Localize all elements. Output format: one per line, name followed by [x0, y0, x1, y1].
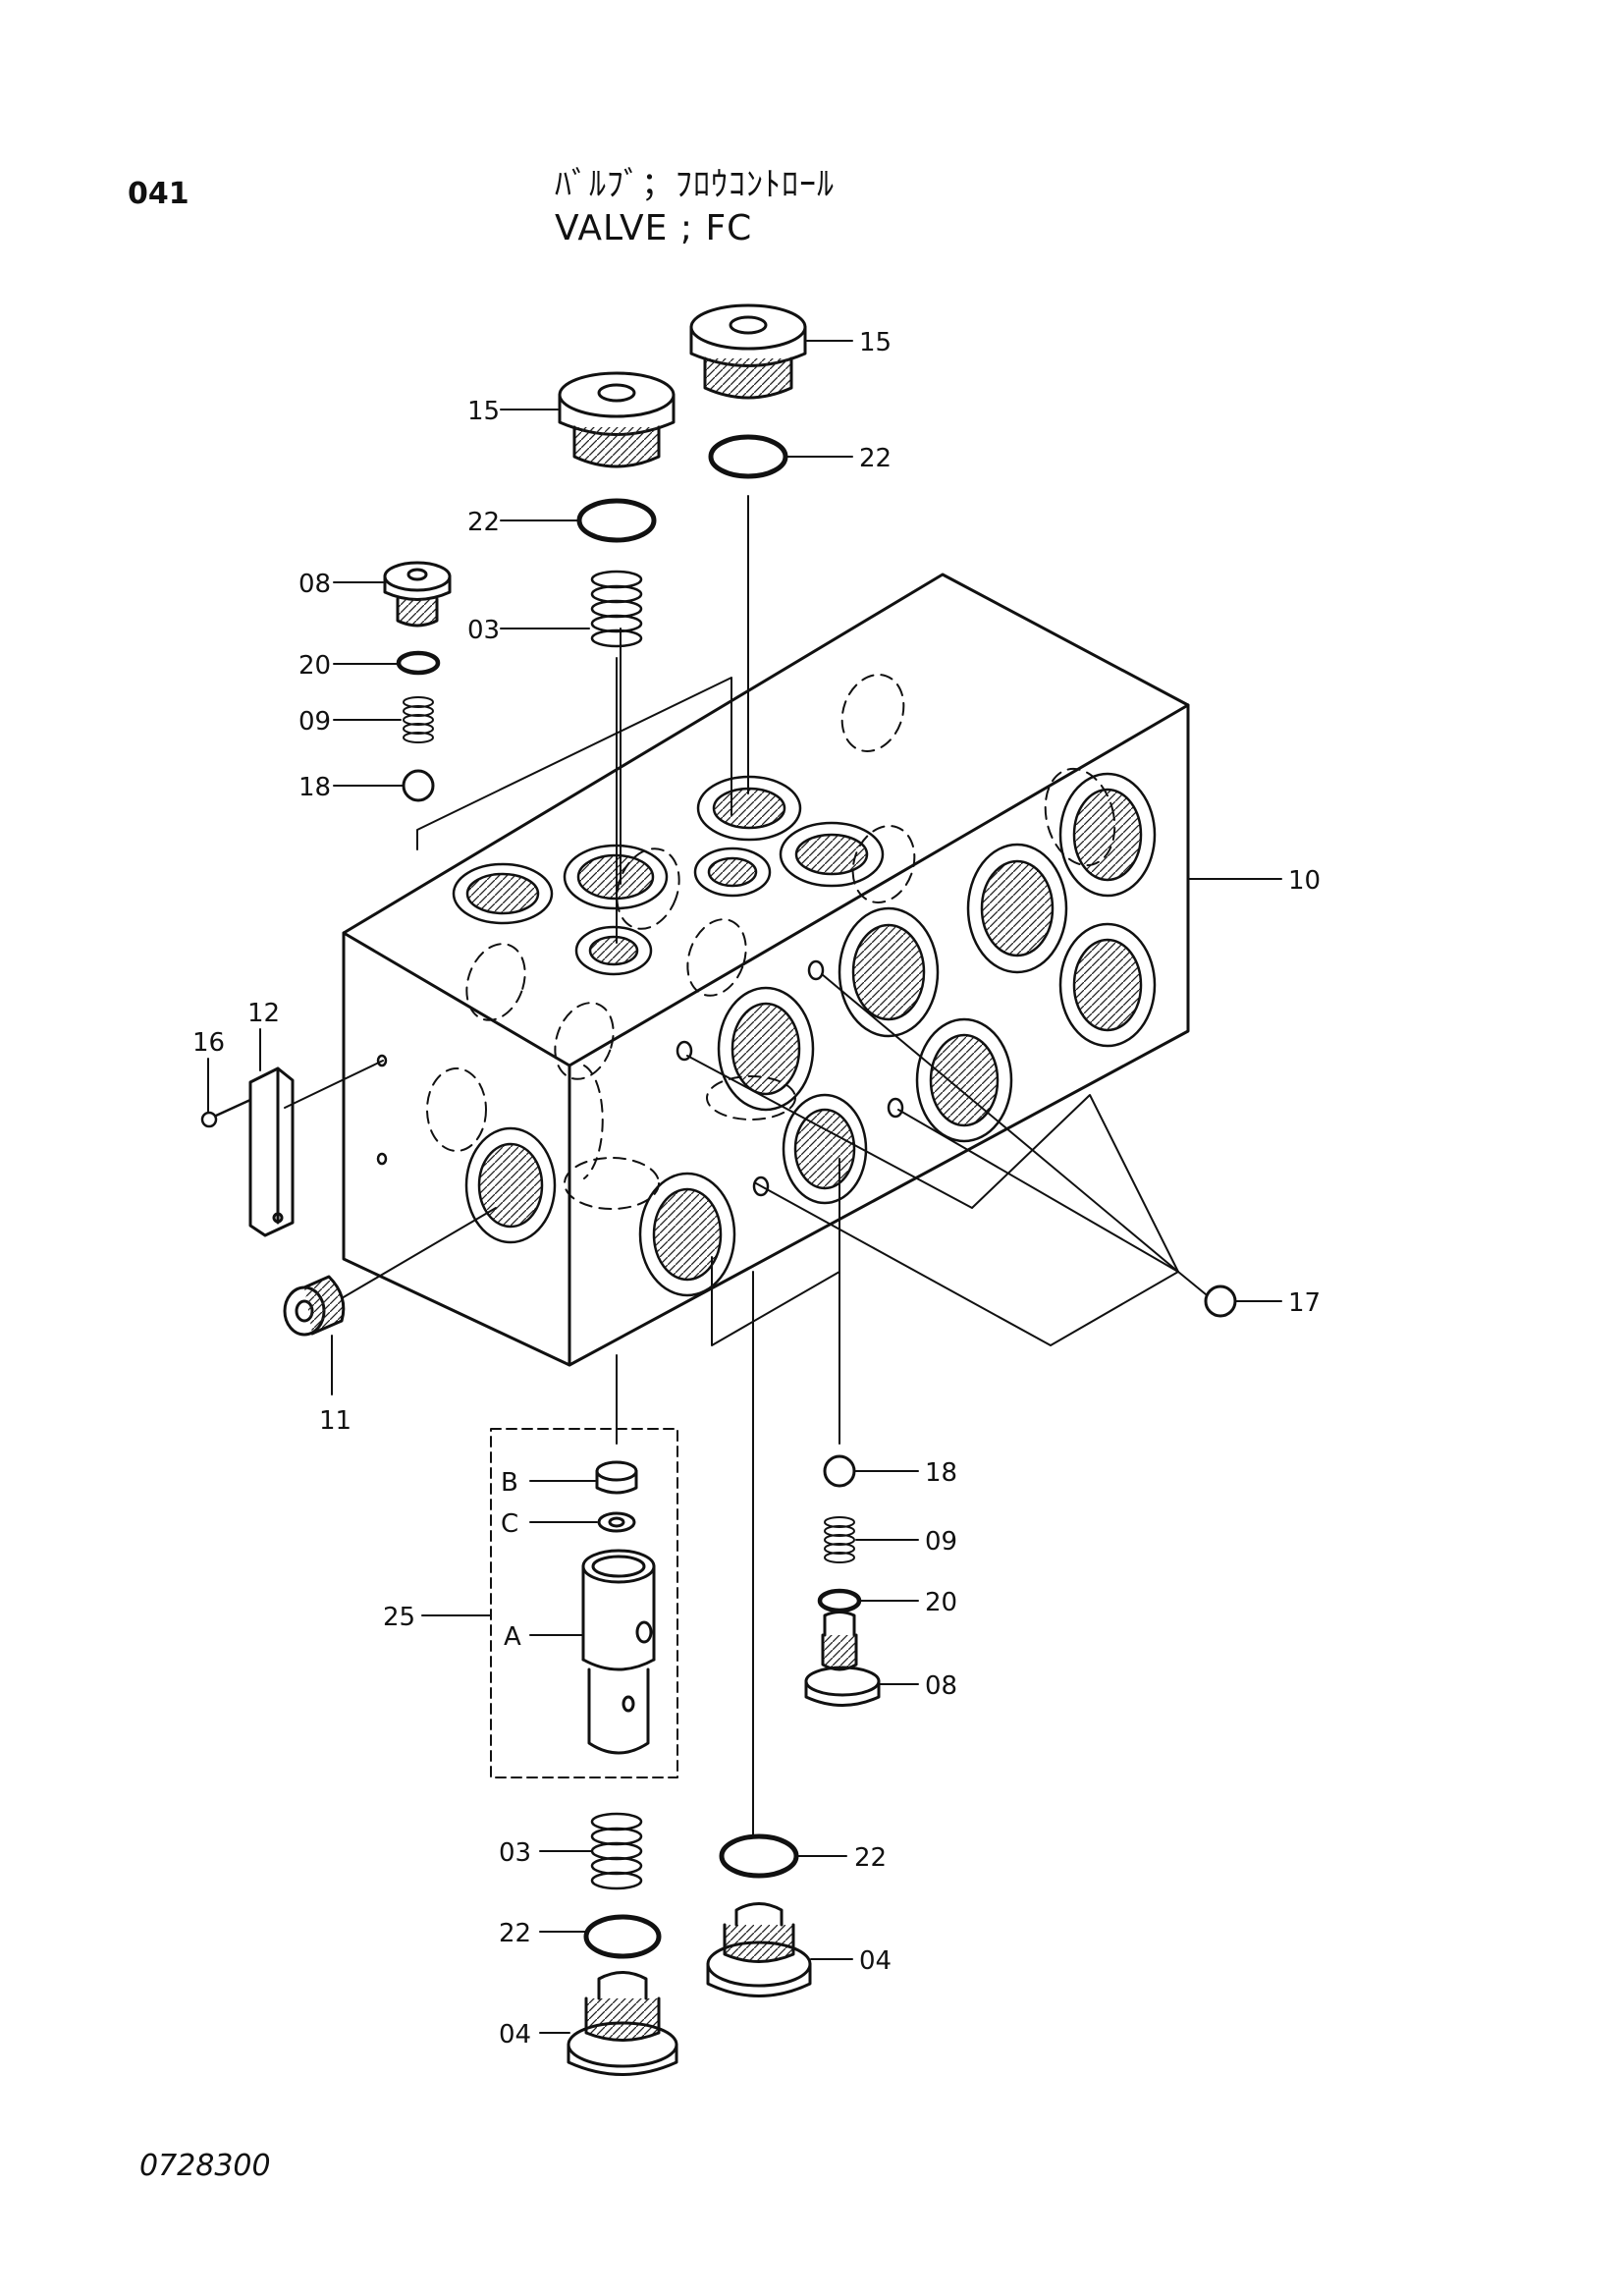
callout-17: 17 [1288, 1288, 1321, 1318]
plug-15-right [689, 303, 807, 400]
callout-20-lower: 20 [925, 1588, 957, 1617]
callout-10: 10 [1288, 866, 1321, 896]
hidden-ports-top [465, 674, 916, 1080]
title-english: VALVE ; FC [555, 208, 753, 248]
callout-03-upper: 03 [467, 616, 500, 645]
callout-11: 11 [319, 1406, 352, 1436]
plug-11 [283, 1275, 346, 1337]
callout-22-upper-left: 22 [467, 508, 500, 537]
screw-16 [200, 1098, 252, 1128]
callout-04-right: 04 [859, 1946, 892, 1976]
callout-18-lower: 18 [925, 1458, 957, 1488]
part-B [595, 1460, 638, 1495]
spring-09-lower [824, 1516, 855, 1563]
top-ports [452, 775, 885, 976]
callout-22-lower-left: 22 [499, 1919, 531, 1948]
callout-C: C [501, 1509, 518, 1539]
ball-17 [1204, 1285, 1237, 1318]
callout-20-upper: 20 [298, 651, 331, 681]
plug-04-left [567, 1971, 678, 2076]
valve-body [342, 573, 1190, 1367]
ball-18-lower [823, 1454, 856, 1488]
o-ring-20-lower [817, 1588, 862, 1613]
o-ring-22-upper-right [708, 434, 788, 479]
assembly-25-box [490, 1428, 678, 1778]
callout-08-upper: 08 [298, 570, 331, 599]
spring-09-upper [403, 696, 434, 743]
callout-09-lower: 09 [925, 1527, 957, 1557]
o-ring-22-lower-right [719, 1833, 799, 1879]
callout-22-lower-right: 22 [854, 1843, 887, 1873]
o-ring-22-upper-left [576, 498, 657, 543]
plug-04-right [706, 1902, 812, 1997]
callout-leaders [207, 340, 1282, 2034]
hidden-ports-side [426, 767, 1116, 1210]
ball-18-upper [402, 769, 435, 802]
part-A-spool [581, 1549, 656, 1755]
plug-15-left [558, 371, 676, 468]
o-ring-22-lower-left [583, 1914, 662, 1959]
callout-08-lower: 08 [925, 1671, 957, 1701]
spring-03-lower [590, 1812, 643, 1890]
callout-B: B [501, 1468, 518, 1498]
callout-22-upper-right: 22 [859, 444, 892, 473]
callout-16: 16 [192, 1028, 225, 1058]
callout-15-right: 15 [859, 328, 892, 357]
part-C-hole [608, 1516, 625, 1528]
page-number: 041 [128, 177, 189, 211]
callout-18-upper: 18 [298, 773, 331, 802]
spring-03-upper [590, 570, 643, 648]
callout-09-upper: 09 [298, 707, 331, 737]
plug-08-upper [383, 561, 452, 628]
callout-04-left: 04 [499, 2020, 531, 2050]
callout-25: 25 [383, 1603, 415, 1632]
callout-03-lower: 03 [499, 1838, 531, 1868]
o-ring-20-upper [396, 650, 441, 676]
end-face-ports [376, 772, 1157, 1297]
plug-08-lower [804, 1611, 881, 1707]
callout-12: 12 [247, 999, 280, 1028]
title-japanese: ﾊﾞﾙﾌﾞ；ﾌﾛｳｺﾝﾄﾛｰﾙ [555, 165, 835, 204]
callout-15-left: 15 [467, 397, 500, 426]
callout-labels: 15 15 22 22 08 03 20 09 18 10 12 16 17 1… [192, 328, 1321, 2050]
part-C-washer [597, 1511, 636, 1533]
drawing-number: 0728300 [139, 2149, 271, 2183]
exploded-axes [284, 495, 1207, 1837]
callout-A: A [504, 1622, 521, 1652]
plate-12 [248, 1066, 295, 1237]
